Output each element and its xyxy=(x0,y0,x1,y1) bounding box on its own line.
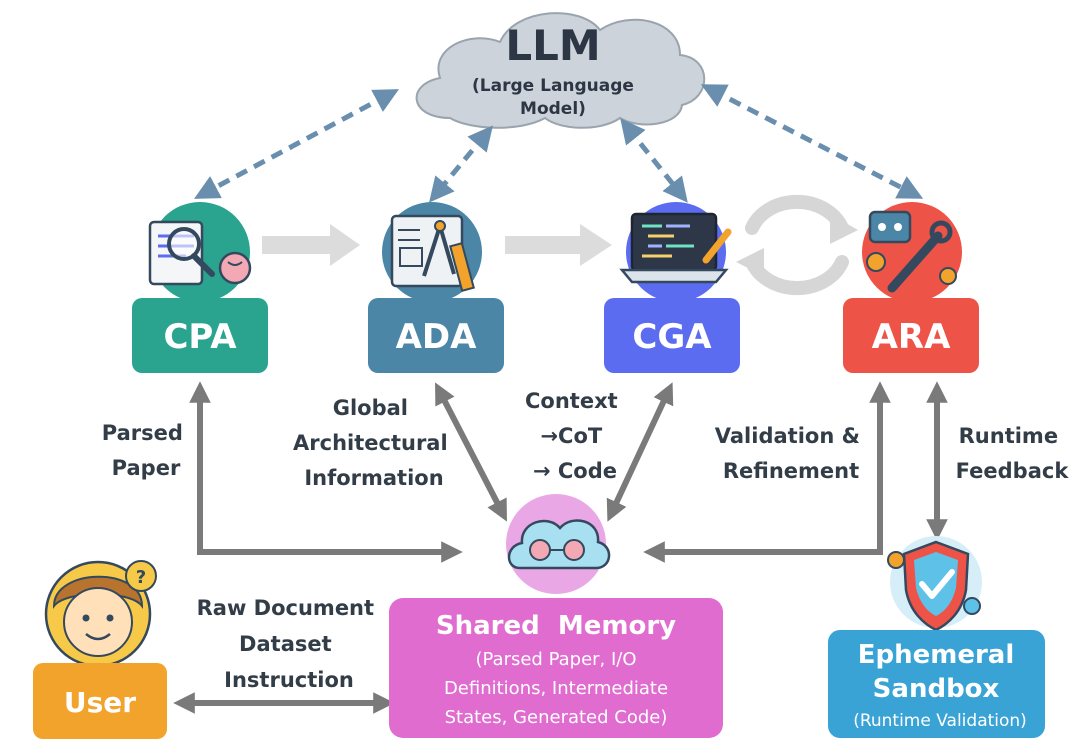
global-arch-label: Global Architectural Information xyxy=(293,396,455,490)
sandbox-title-line2: Sandbox xyxy=(873,674,1000,704)
context-line2: →CoT xyxy=(540,424,602,448)
sandbox-box: Ephemeral Sandbox (Runtime Validation) xyxy=(828,630,1045,738)
global-arch-line2: Architectural xyxy=(293,431,448,455)
raw-document-label: Raw Document Dataset Instruction xyxy=(197,596,382,692)
context-line1: Context xyxy=(525,389,618,413)
raw-document-line2: Dataset xyxy=(239,632,332,656)
llm-cloud: LLM (Large Language Model) xyxy=(415,12,706,129)
cloud-icon xyxy=(415,12,706,129)
pipeline-arrows xyxy=(262,194,858,296)
ada-memory-arrow xyxy=(435,382,507,522)
blueprint-icon xyxy=(382,202,482,302)
llm-subtitle-line2: Model) xyxy=(520,99,586,119)
pipeline-arrow-cpa-ada xyxy=(262,224,360,266)
code-laptop-icon xyxy=(619,202,732,302)
raw-document-line1: Raw Document xyxy=(197,596,374,620)
cga-label: CGA xyxy=(632,317,712,357)
ada-box: ADA xyxy=(368,298,504,373)
memory-connectors xyxy=(173,381,948,714)
user-label: User xyxy=(64,686,136,719)
user-avatar-icon: ? xyxy=(44,560,157,668)
refresh-cycle-icon xyxy=(745,194,849,296)
context-line3: → Code xyxy=(533,459,617,483)
shared-memory-box: Shared Memory (Parsed Paper, I/O Definit… xyxy=(389,598,723,738)
shield-check-icon xyxy=(887,536,982,632)
shared-memory-line2: Definitions, Intermediate xyxy=(444,678,668,699)
llm-arrows xyxy=(193,84,924,203)
llm-title: LLM xyxy=(505,21,600,70)
runtime-feedback-line2: Feedback xyxy=(956,459,1070,483)
sandbox-subtitle: (Runtime Validation) xyxy=(853,711,1027,731)
refresh-cycle-head-bottom xyxy=(736,248,764,276)
cpa-box: CPA xyxy=(132,298,268,373)
llm-ada-arrow xyxy=(429,125,493,203)
llm-cga-arrow xyxy=(620,118,688,203)
user-box: User xyxy=(33,663,167,739)
validation-line1: Validation & xyxy=(715,424,860,448)
sandbox-title-line1: Ephemeral xyxy=(858,640,1015,670)
parsed-paper-line1: Parsed xyxy=(102,421,183,445)
refresh-cycle-head-top xyxy=(830,214,858,244)
parsed-paper-line2: Paper xyxy=(112,456,181,480)
document-search-icon xyxy=(148,202,252,302)
ara-box: ARA xyxy=(843,298,979,373)
cpa-memory-arrow xyxy=(189,381,463,563)
validation-line2: Refinement xyxy=(723,459,859,483)
global-arch-line1: Global xyxy=(333,396,408,420)
cga-box: CGA xyxy=(604,298,740,373)
cpa-label: CPA xyxy=(163,317,237,357)
shared-memory-line3: States, Generated Code) xyxy=(445,707,668,728)
context-label: Context →CoT → Code xyxy=(525,389,625,483)
parsed-paper-label: Parsed Paper xyxy=(102,421,190,480)
runtime-feedback-label: Runtime Feedback xyxy=(956,424,1070,483)
shared-memory-title: Shared Memory xyxy=(436,611,676,641)
ara-label: ARA xyxy=(872,317,951,357)
llm-subtitle-line1: (Large Language xyxy=(472,76,634,96)
shared-memory-line1: (Parsed Paper, I/O xyxy=(475,649,636,670)
edge-labels: Parsed Paper Global Architectural Inform… xyxy=(102,389,1070,692)
llm-cpa-arrow xyxy=(193,89,400,199)
runtime-feedback-line1: Runtime xyxy=(959,424,1058,448)
validation-label: Validation & Refinement xyxy=(715,424,867,483)
brain-cloud-icon xyxy=(506,494,611,594)
raw-document-line3: Instruction xyxy=(224,668,354,692)
ara-memory-arrow xyxy=(643,381,891,563)
global-arch-line3: Information xyxy=(304,466,443,490)
question-mark-icon: ? xyxy=(136,567,146,588)
llm-ara-arrow xyxy=(700,84,924,199)
pipeline-arrow-ada-cga xyxy=(505,224,612,266)
ada-label: ADA xyxy=(396,317,478,357)
robot-wrench-icon xyxy=(862,202,962,302)
